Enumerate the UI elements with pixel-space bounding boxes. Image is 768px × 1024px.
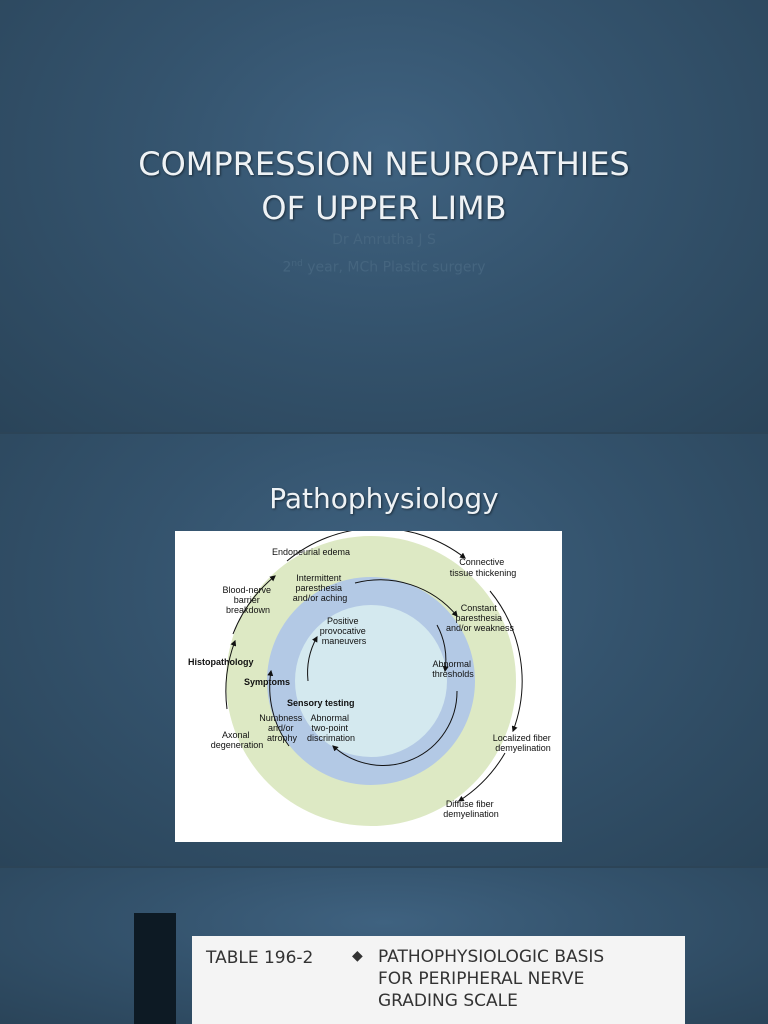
author-role: 2nd year, MCh Plastic surgery	[282, 259, 486, 276]
arrow	[457, 752, 506, 802]
table-heading: PATHOPHYSIOLOGIC BASIS FOR PERIPHERAL NE…	[378, 947, 605, 1011]
title-slide: COMPRESSION NEUROPATHIES OF UPPER LIMB D…	[0, 0, 768, 432]
label-intermittent: Intermittent paresthesia and/or aching	[293, 573, 348, 603]
diamond-icon: ◆	[352, 948, 363, 964]
slide-title: COMPRESSION NEUROPATHIES OF UPPER LIMB	[138, 145, 630, 227]
arrow	[225, 639, 237, 710]
author-name: Dr Amrutha J S	[332, 232, 436, 248]
label-sensory-testing: Sensory testing	[287, 698, 355, 708]
label-axonal: Axonal degeneration	[211, 730, 264, 750]
arrow	[332, 690, 458, 766]
sensory-testing-ring	[295, 605, 447, 757]
pathophysiology-diagram: Endoneurial edema Connective tissue thic…	[175, 531, 562, 842]
slide-title: Pathophysiology	[269, 482, 499, 515]
label-two-point: Abnormal two-point discrimation	[307, 713, 355, 743]
label-positive: Positive provocative maneuvers	[320, 616, 369, 646]
arrow	[286, 531, 466, 562]
label-blood-nerve: Blood-nerve barrier breakdown	[222, 585, 273, 615]
label-localized: Localized fiber demyelination	[493, 733, 554, 753]
arrow	[307, 635, 318, 682]
label-numbness: Numbness and/or atrophy	[259, 713, 305, 743]
arrow	[354, 579, 458, 617]
label-histopathology: Histopathology	[188, 657, 254, 667]
label-endoneurial-edema: Endoneurial edema	[272, 547, 350, 557]
arrow	[436, 624, 449, 673]
label-abnormal-thresholds: Abnormal thresholds	[432, 659, 474, 679]
arrow	[267, 669, 290, 747]
label-connective: Connective tissue thickening	[450, 557, 517, 578]
table-label: TABLE 196-2	[206, 948, 314, 968]
label-constant: Constant paresthesia and/or weakness	[446, 603, 515, 633]
arrow	[489, 590, 523, 733]
label-symptoms: Symptoms	[244, 677, 290, 687]
arrow	[232, 575, 276, 635]
table-slide: TABLE 196-2 ◆ PATHOPHYSIOLOGIC BASIS FOR…	[0, 868, 768, 1024]
table-image: TABLE 196-2 ◆ PATHOPHYSIOLOGIC BASIS FOR…	[192, 936, 685, 1024]
pathophysiology-slide: Pathophysiology Endone	[0, 434, 768, 866]
label-diffuse: Diffuse fiber demyelination	[443, 799, 499, 819]
decorative-bar	[134, 913, 176, 1024]
